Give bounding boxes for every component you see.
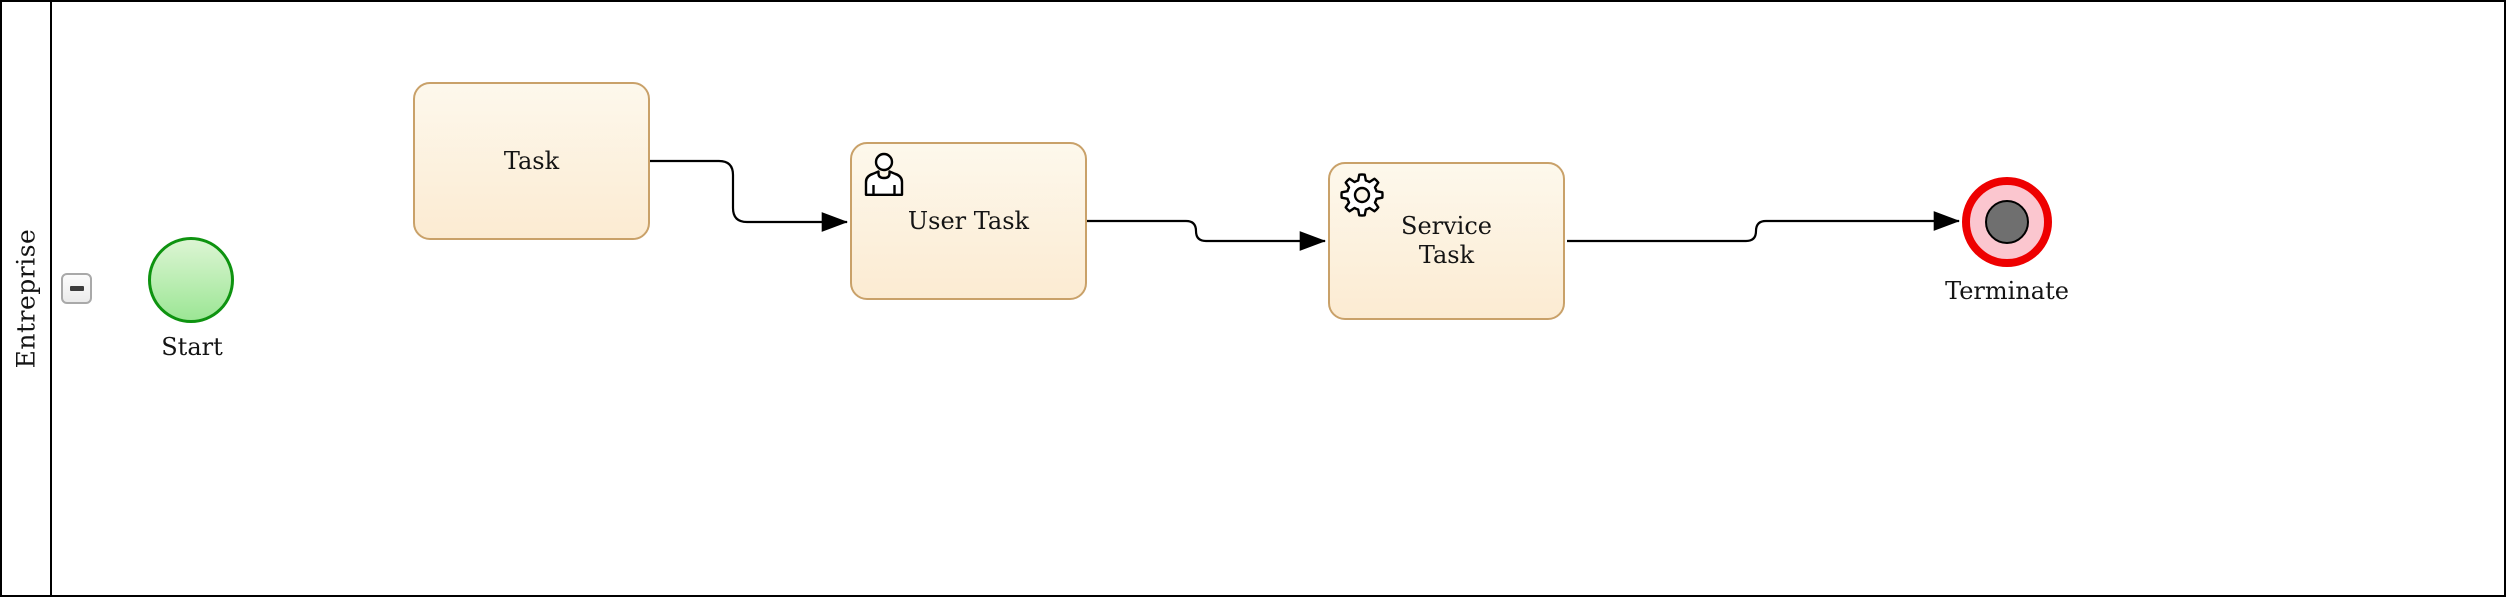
gear-icon bbox=[1340, 173, 1384, 217]
collapse-pool-button[interactable] bbox=[61, 273, 92, 304]
user-task-label: User Task bbox=[907, 206, 1030, 235]
service-task-node[interactable]: Service Task bbox=[1328, 162, 1565, 320]
task-node[interactable]: Task bbox=[413, 82, 650, 240]
terminate-end-event[interactable] bbox=[1962, 177, 2052, 267]
pool-header[interactable]: Entreprise bbox=[2, 2, 52, 595]
sequence-flow-task-to-usertask[interactable] bbox=[649, 159, 849, 232]
terminate-core-icon bbox=[1985, 200, 2029, 244]
service-task-label: Service Task bbox=[1401, 212, 1492, 269]
minus-icon bbox=[69, 286, 84, 291]
start-event-label: Start bbox=[161, 333, 223, 361]
task-label: Task bbox=[503, 146, 560, 175]
start-event[interactable] bbox=[148, 237, 234, 323]
sequence-flow-servicetask-to-terminate[interactable] bbox=[1567, 211, 1961, 243]
user-icon bbox=[864, 152, 904, 196]
terminate-event-label: Terminate bbox=[1945, 277, 2069, 305]
user-task-node[interactable]: User Task bbox=[850, 142, 1087, 300]
sequence-flow-usertask-to-servicetask[interactable] bbox=[1087, 219, 1327, 251]
